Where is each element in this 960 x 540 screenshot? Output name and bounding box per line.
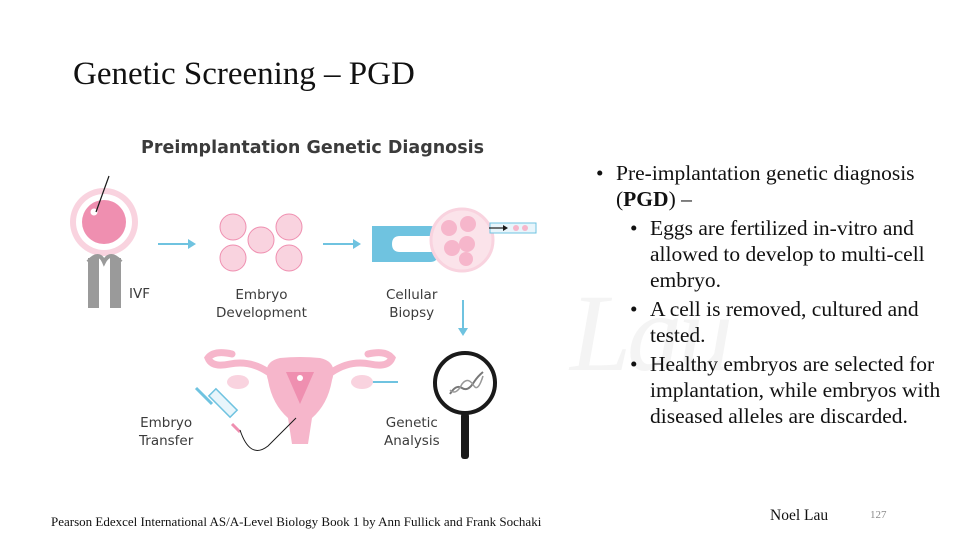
arrow-right-icon [158, 239, 196, 249]
label-line: Cellular [386, 287, 438, 303]
label-line: Embryo [235, 287, 288, 303]
label-embryo-development: Embryo Development [216, 286, 307, 322]
bullet-main-tail: ) – [668, 187, 692, 211]
pipette-holder-icon [86, 254, 123, 308]
magnifying-glass-icon [433, 351, 497, 459]
label-cellular-biopsy: Cellular Biopsy [386, 286, 437, 322]
source-citation: Pearson Edexcel International AS/A-Level… [51, 514, 542, 529]
label-ivf-text: IVF [129, 286, 150, 302]
label-embryo-transfer: Embryo Transfer [139, 414, 193, 450]
label-line: Analysis [384, 433, 440, 449]
label-genetic-analysis: Genetic Analysis [384, 414, 440, 450]
label-line: Embryo [140, 415, 193, 431]
biopsy-pipette-icon [372, 226, 438, 262]
label-line: Transfer [139, 433, 194, 449]
label-ivf: IVF [129, 285, 150, 303]
sub-bullet-list: Eggs are fertilized in-vitro and allowed… [630, 215, 946, 429]
diagram-title: Preimplantation Genetic Diagnosis [141, 138, 485, 158]
label-line: Genetic [385, 415, 438, 431]
ivf-egg-icon [70, 175, 138, 256]
label-line: Development [216, 305, 307, 321]
bullet-main: Pre-implantation genetic diagnosis (PGD)… [596, 160, 946, 212]
embryo-cells-icon [219, 213, 303, 272]
arrow-down-icon [458, 300, 468, 336]
page-number: 127 [870, 509, 887, 521]
biopsy-embryo-icon [429, 207, 537, 273]
uterus-icon [204, 349, 396, 444]
syringe-icon [194, 386, 297, 451]
bullet-list: Pre-implantation genetic diagnosis (PGD)… [596, 160, 946, 429]
pgd-diagram [70, 175, 537, 459]
bullet-main-text: Pre-implantation genetic diagnosis ( [616, 161, 915, 211]
label-line: Biopsy [389, 305, 435, 321]
bullet-main-bold: PGD [623, 187, 669, 211]
slide-title: Genetic Screening – PGD [73, 56, 415, 92]
arrow-right-icon [323, 239, 361, 249]
sub-bullet: Healthy embryos are selected for implant… [630, 351, 946, 429]
footer-author: Noel Lau [770, 507, 829, 524]
sub-bullet: A cell is removed, cultured and tested. [630, 296, 946, 348]
sub-bullet: Eggs are fertilized in-vitro and allowed… [630, 215, 946, 293]
